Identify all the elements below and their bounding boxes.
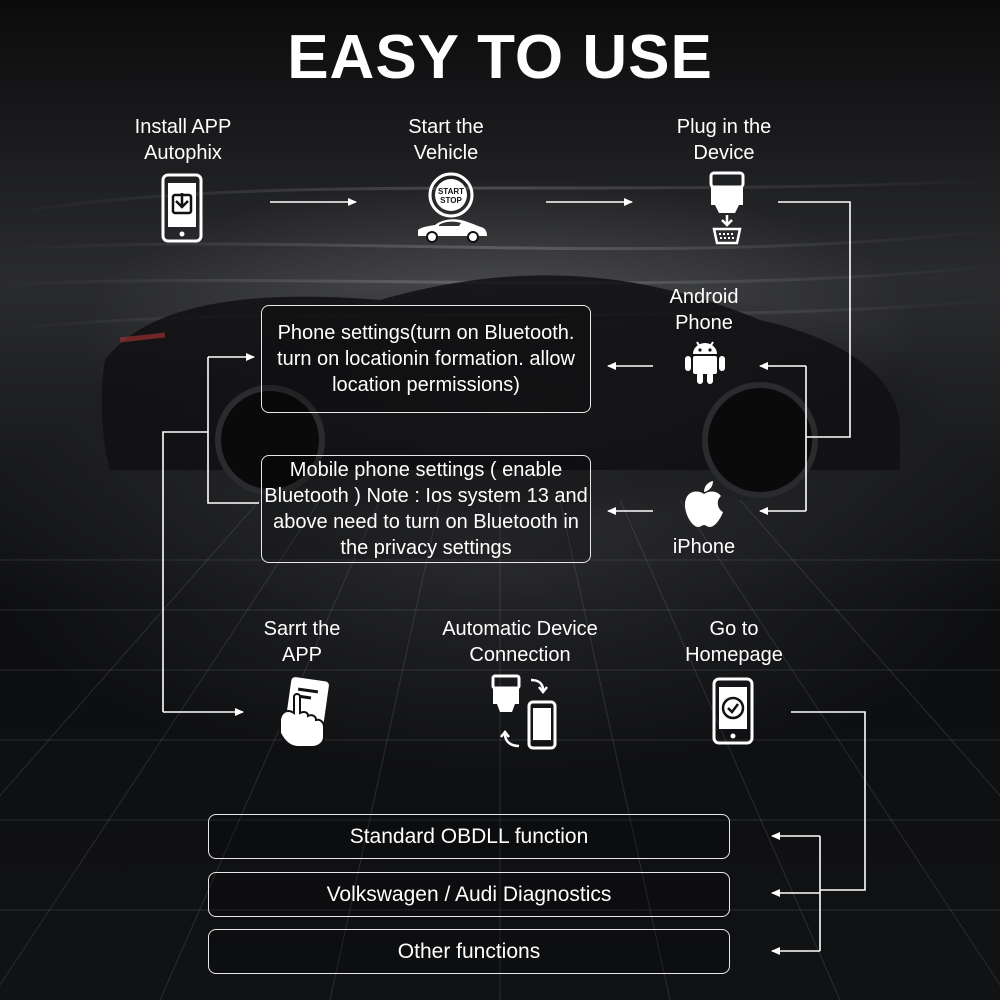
iphone-label: iPhone xyxy=(672,536,736,558)
device-phone-sync-icon xyxy=(491,674,557,750)
phone-check-icon xyxy=(712,677,754,745)
start-stop-button-icon: START STOP xyxy=(428,172,474,218)
floor-grid xyxy=(0,499,1000,1000)
start-label: START xyxy=(438,187,464,196)
apple-icon xyxy=(685,481,723,527)
function-other-label: Other functions xyxy=(397,939,541,963)
iphone-settings-box: Mobile phone settings ( enable Bluetooth… xyxy=(261,455,591,563)
stop-label: STOP xyxy=(440,196,462,205)
android-settings-box: Phone settings(turn on Bluetooth. turn o… xyxy=(261,305,591,413)
android-phone-label: Android Phone xyxy=(669,286,739,334)
step-start-app-label: Sarrt the APP xyxy=(263,618,341,666)
function-standard-obd-box: Standard OBDLL function xyxy=(208,814,730,859)
page-title: EASY TO USE xyxy=(287,23,713,92)
connector-settings-to-app xyxy=(162,431,208,712)
car-silhouette xyxy=(90,275,950,520)
function-other-box: Other functions xyxy=(208,929,730,974)
step-homepage-label: Go to Homepage xyxy=(685,618,783,666)
android-icon xyxy=(685,341,725,384)
function-vw-audi-label: Volkswagen / Audi Diagnostics xyxy=(326,882,612,906)
phone-download-icon xyxy=(161,173,203,243)
step-start-vehicle-label: Start the Vehicle xyxy=(408,116,484,164)
connector-iphone-settings-back xyxy=(207,357,259,504)
iphone-settings-text: Mobile phone settings ( enable Bluetooth… xyxy=(264,459,588,559)
obd-device-icon xyxy=(709,171,745,245)
android-settings-text: Phone settings(turn on Bluetooth. turn o… xyxy=(277,322,575,396)
car-icon xyxy=(418,219,487,243)
connector-homepage-to-functions xyxy=(791,711,866,891)
connector-plug-to-phones xyxy=(778,201,851,438)
function-vw-audi-box: Volkswagen / Audi Diagnostics xyxy=(208,872,730,917)
step-plug-device-label: Plug in the Device xyxy=(676,116,772,164)
function-standard-obd-label: Standard OBDLL function xyxy=(349,824,589,848)
hand-card-icon xyxy=(279,677,329,748)
step-install-app-label: Install APP Autophix xyxy=(134,116,232,164)
step-auto-connect-label: Automatic Device Connection xyxy=(442,618,598,666)
